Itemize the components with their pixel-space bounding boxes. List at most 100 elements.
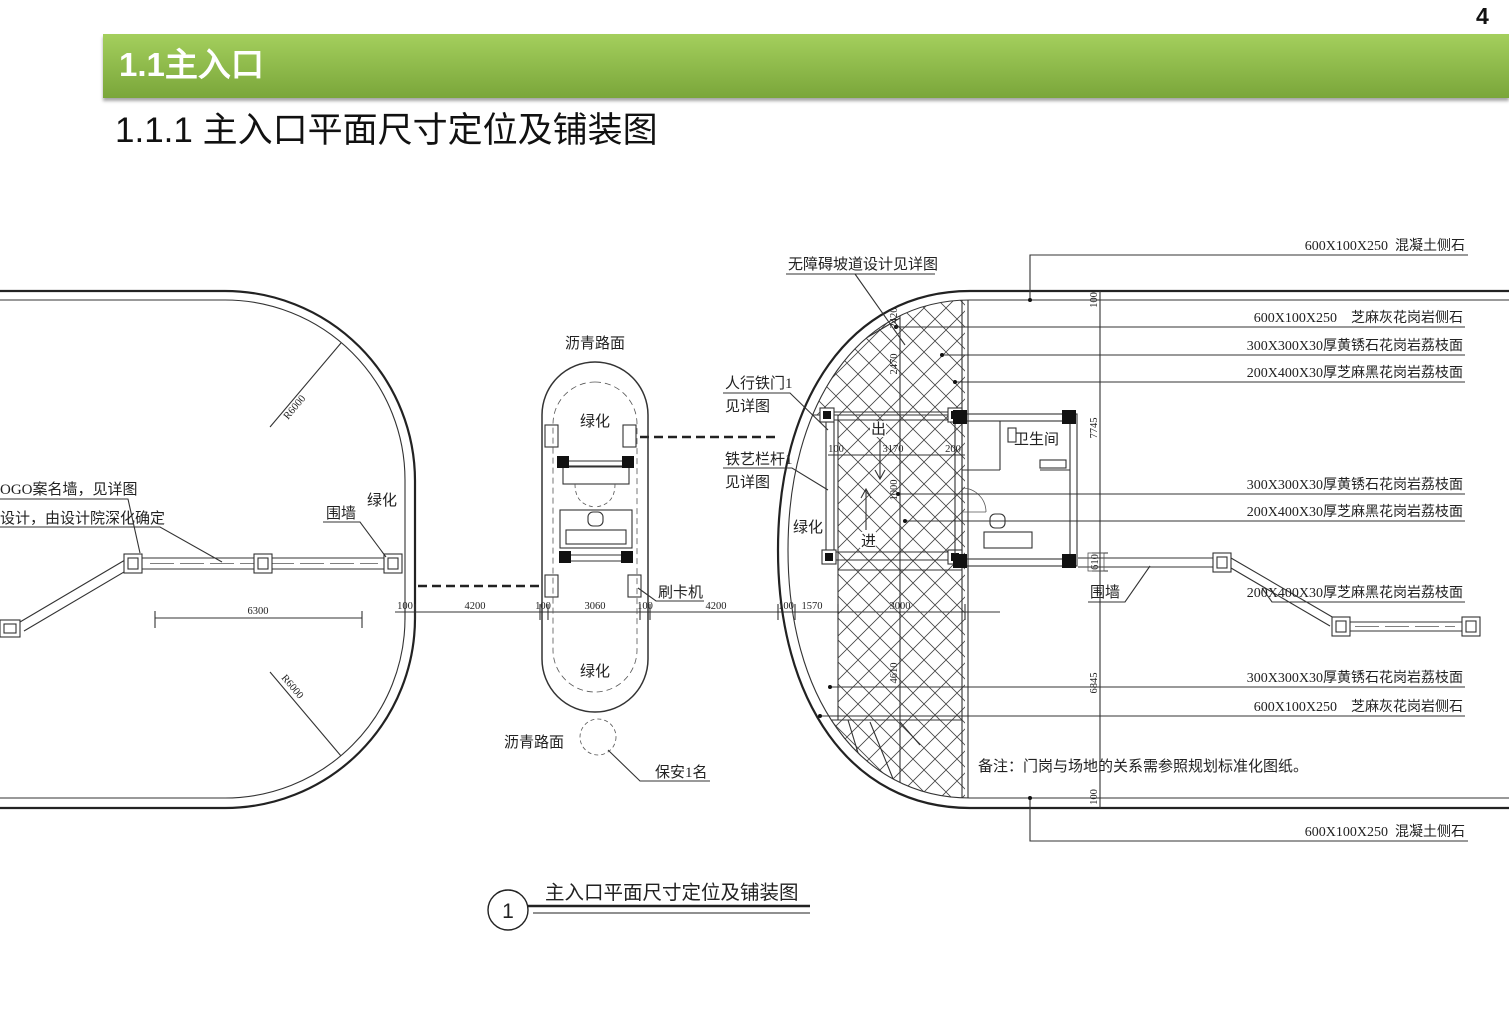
dim-overall-2: 7745	[1089, 418, 1100, 439]
leader-dot	[903, 519, 907, 523]
dim-paving-1: 2420	[889, 308, 900, 329]
leader-dot	[1028, 796, 1032, 800]
material-lower-1: 300X300X30厚黄锈石花岗岩荔枝面	[1247, 669, 1463, 686]
dim-road-1: 100	[397, 601, 413, 612]
right-plaza: 出 进 100 3170 200 卫生间	[723, 238, 1509, 842]
dim-road-3: 100	[535, 601, 551, 612]
gate-bar	[569, 460, 622, 468]
material-middle-2: 200X400X30厚芝麻黑花岗岩荔枝面	[1247, 504, 1463, 520]
gate-post	[823, 411, 831, 419]
wall-post	[387, 557, 399, 570]
radius-leader-top	[269, 342, 342, 428]
guard-label: 保安1名	[655, 764, 708, 781]
drawing-note: 备注：门岗与场地的关系需参照规划标准化图纸。	[978, 758, 1308, 775]
guard-position-marker	[579, 718, 617, 756]
material-upper-1: 600X100X250 芝麻灰花岗岩侧石	[1254, 310, 1463, 326]
wall-length-value: 6300	[248, 606, 269, 617]
building-column	[953, 554, 967, 568]
road-dimension-chain: 100 4200 100 3060 100 4200 100 1570 3000	[395, 435, 1000, 620]
wall-straight	[142, 557, 384, 570]
guard-leader	[607, 749, 710, 782]
overall-vertical-dimensions: 100 7745 610 6845 100	[1087, 291, 1108, 808]
wall-straight	[1350, 621, 1462, 632]
right-boundary-wall	[1078, 552, 1481, 637]
door-swing	[961, 487, 987, 513]
paving-joint	[837, 300, 969, 798]
leader-dot	[828, 685, 832, 689]
sink-fixture	[1039, 459, 1067, 469]
logo-wall-callout: OGO案名墙，见详图	[0, 480, 138, 498]
dim-road-5: 100	[637, 601, 653, 612]
dim-road-4: 3060	[585, 601, 606, 612]
island-outline	[541, 361, 649, 713]
logo-wall-design-note: 设计，由设计院深化确定	[0, 509, 165, 527]
green-island-bottom-label: 绿化	[580, 663, 610, 680]
wall-post	[257, 557, 269, 570]
card-reader-box	[622, 424, 637, 448]
restroom-label: 卫生间	[1014, 431, 1059, 448]
wall-post	[1465, 620, 1477, 633]
dim-overall-1: 100	[1089, 292, 1100, 308]
material-upper-3: 200X400X30厚芝麻黑花岗岩荔枝面	[1247, 365, 1463, 381]
dim-overall-5: 100	[1089, 789, 1100, 805]
leader-dot	[896, 492, 900, 496]
material-leader	[1261, 587, 1465, 603]
leader-dot	[940, 353, 944, 357]
card-reader-box	[544, 574, 559, 598]
dim-gatehouse-3: 200	[945, 444, 961, 455]
left-plaza-inner-edge	[0, 299, 406, 799]
ramp-callout: 无障碍坡道设计见详图	[788, 255, 938, 273]
wall-diagonal	[1230, 557, 1335, 627]
island-gate-bottom	[559, 551, 633, 563]
asphalt-bottom-label: 沥青路面	[504, 734, 564, 751]
island-gate-top	[557, 456, 634, 508]
gatehouse-building: 卫生间	[953, 410, 1078, 568]
pedestrian-gate-callout: 人行铁门1	[725, 375, 793, 392]
leader-dot	[953, 380, 957, 384]
green-left-label: 绿化	[367, 492, 397, 509]
dim-gatehouse-1: 100	[828, 444, 844, 455]
gate-bar	[825, 411, 948, 561]
curb-bottom-label: 600X100X250 混凝土侧石	[1305, 824, 1465, 840]
booth-desk	[565, 529, 627, 545]
entry-arrow-icon	[860, 487, 872, 530]
toilet-fixture	[1007, 427, 1017, 443]
wall-post	[1335, 620, 1347, 633]
section-header-bar: 1.1主入口	[103, 34, 1509, 98]
gate-post	[557, 456, 569, 468]
building-column	[953, 410, 967, 424]
wall-left-leader	[323, 521, 387, 558]
curb-top-leader	[1029, 254, 1468, 300]
leader-dot	[1028, 298, 1032, 302]
building-outer-wall	[954, 413, 1078, 567]
gate-frame	[562, 465, 630, 485]
paving-hatch	[788, 300, 965, 798]
gate-swing	[574, 483, 616, 508]
right-plaza-inner-edge	[787, 299, 1509, 799]
dim-road-8: 1570	[802, 601, 823, 612]
exit-label: 出	[871, 421, 886, 438]
dim-road-2: 4200	[465, 601, 486, 612]
dim-overall-4: 6845	[1089, 673, 1100, 694]
entry-label-bg	[860, 532, 876, 548]
dim-paving-3: 1000	[889, 480, 900, 501]
exit-label-bg	[870, 421, 886, 437]
railing-callout: 铁艺栏杆1	[725, 451, 793, 468]
gate-post	[825, 553, 833, 561]
left-plaza: R6000 R6000 OGO案名墙，见详图 设计，由设计院深化确定 围墙 绿化…	[0, 289, 417, 810]
material-upper-2: 300X300X30厚黄锈石花岗岩荔枝面	[1247, 337, 1463, 354]
dimension-box	[1087, 552, 1105, 572]
wall-post	[127, 557, 139, 570]
railing-leader	[723, 467, 829, 491]
leader-dot	[818, 714, 822, 718]
card-reader-label: 刷卡机	[658, 584, 703, 601]
radius-leader-bottom	[269, 671, 342, 757]
wall-right-label: 围墙	[1090, 584, 1120, 601]
wall-diagonal	[19, 559, 130, 632]
building-column	[1062, 410, 1076, 424]
wall-length-dimension: 6300	[154, 606, 363, 628]
curb-top-label: 600X100X250 混凝土侧石	[1305, 238, 1465, 254]
office-desk	[983, 531, 1033, 549]
asphalt-top-label: 沥青路面	[565, 335, 625, 352]
